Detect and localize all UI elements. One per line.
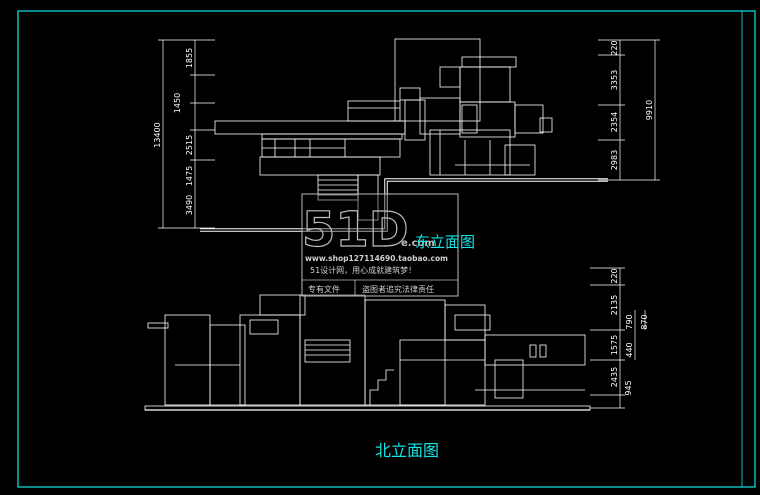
east-elevation-drawing bbox=[200, 38, 608, 232]
east-right-dim-2983: 2983 bbox=[610, 150, 619, 170]
drawing-frame bbox=[17, 10, 756, 488]
east-left-dim-1475: 1475 bbox=[185, 166, 194, 186]
east-right-dim-3353: 3353 bbox=[610, 70, 619, 90]
east-right-dimension-chain bbox=[598, 39, 660, 181]
watermark-box bbox=[301, 193, 459, 297]
north-right-dim-1575: 1575 bbox=[610, 335, 619, 355]
north-elevation-title: 北立面图 bbox=[375, 441, 440, 460]
north-right-dim-2135: 2135 bbox=[610, 295, 619, 315]
watermark-footer-left: 专有文件 bbox=[308, 285, 340, 294]
north-right-dimension-chain bbox=[590, 267, 646, 409]
north-right-subdim-870: 870 bbox=[640, 314, 649, 329]
watermark-slogan: 51设计网，用心成就建筑梦！ bbox=[310, 266, 417, 275]
watermark-logo-text: 51D bbox=[302, 202, 409, 258]
east-elevation-title: 东立面图 bbox=[415, 233, 476, 251]
north-right-subdim-790: 790 bbox=[625, 314, 634, 329]
east-left-dim-total: 13400 bbox=[153, 122, 162, 147]
east-right-dim-2354: 2354 bbox=[610, 112, 619, 132]
east-right-dim-total: 9910 bbox=[645, 100, 654, 120]
east-left-dim-3490: 3490 bbox=[185, 195, 194, 215]
east-left-dim-1450: 1450 bbox=[173, 93, 182, 113]
east-right-dimension-labels: 220 3353 2354 2983 9910 bbox=[610, 40, 654, 170]
north-right-subdim-440: 440 bbox=[625, 342, 634, 357]
east-right-dim-220: 220 bbox=[610, 40, 619, 55]
watermark: 51D e.com bbox=[301, 193, 459, 297]
east-left-dimension-chain bbox=[158, 39, 215, 229]
north-right-dim-2435: 2435 bbox=[610, 367, 619, 387]
east-left-dimension-labels: 1855 1450 2515 1475 3490 13400 bbox=[153, 48, 194, 215]
north-right-dimension-labels: 220 2135 1575 2435 945 790 870 440 bbox=[610, 268, 649, 395]
east-left-dim-2515: 2515 bbox=[185, 135, 194, 155]
watermark-url: www.shop127114690.taobao.com bbox=[305, 254, 448, 263]
watermark-logo-sub: e.com bbox=[401, 238, 435, 249]
north-right-dim-945: 945 bbox=[624, 380, 633, 395]
watermark-footer-right: 盗图者追究法律责任 bbox=[362, 285, 434, 294]
east-left-dim-1855: 1855 bbox=[185, 48, 194, 68]
north-elevation-drawing bbox=[144, 294, 591, 411]
north-right-dim-220: 220 bbox=[610, 268, 619, 283]
